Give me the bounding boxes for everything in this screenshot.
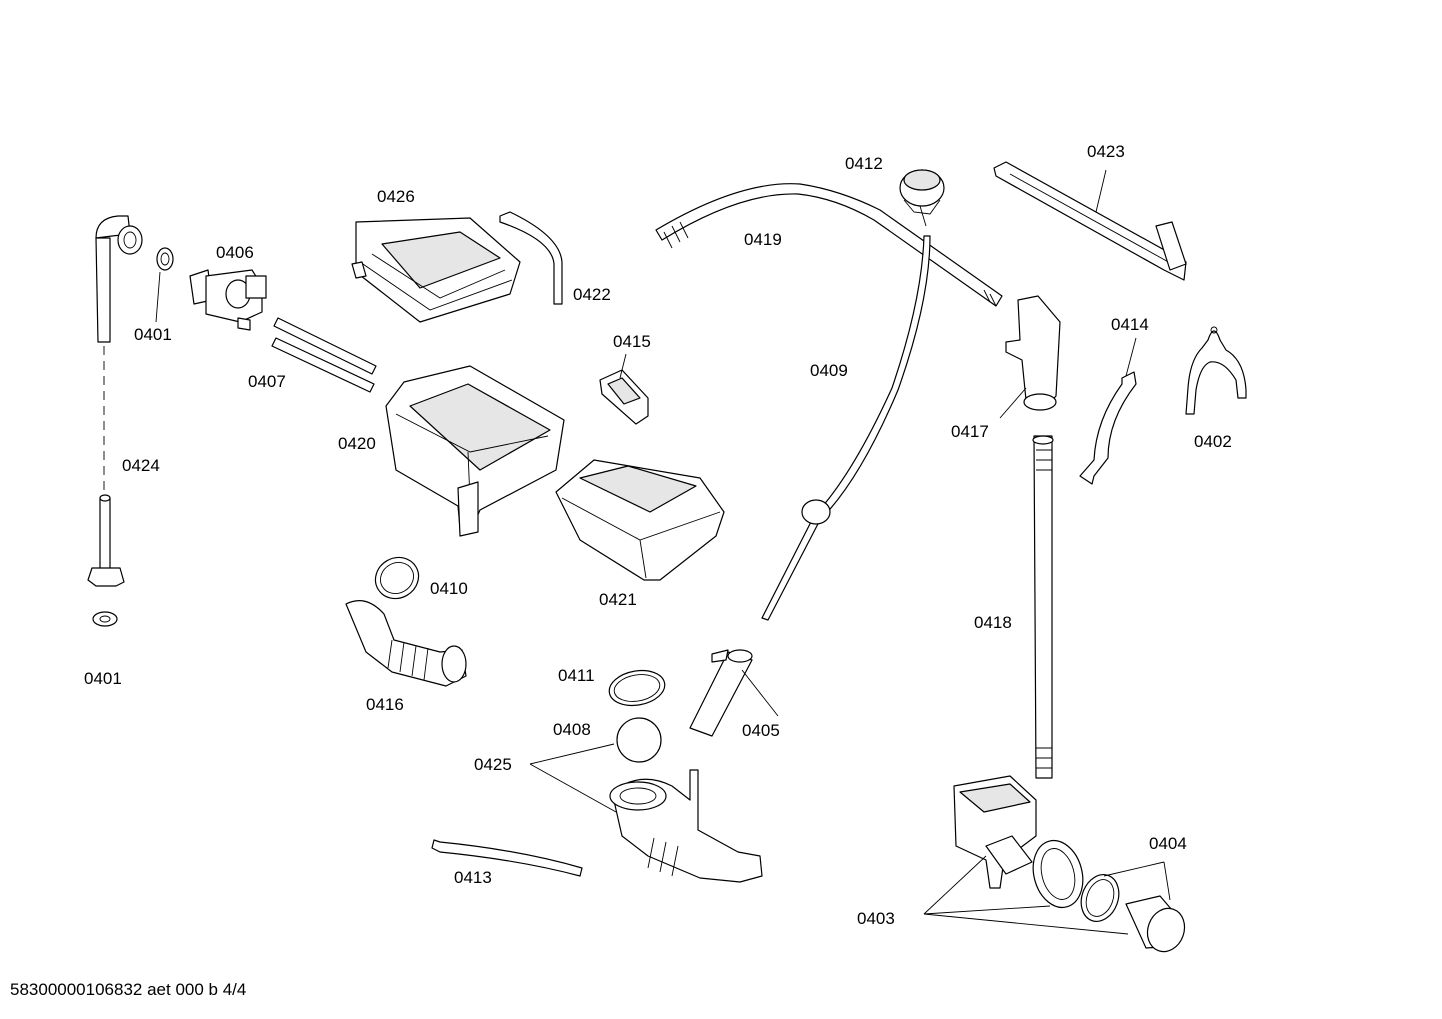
part-0419-tube[interactable] [655, 183, 1003, 307]
part-0414-rod[interactable] [1079, 337, 1137, 485]
label-0421: 0421 [599, 590, 637, 609]
label-0408: 0408 [553, 720, 591, 739]
label-0413: 0413 [454, 868, 492, 887]
part-0415-clip[interactable] [599, 353, 649, 425]
part-0405-sensor[interactable] [689, 649, 779, 737]
part-0425-sump-hose[interactable] [529, 743, 763, 883]
part-0417-connector[interactable] [999, 295, 1061, 419]
part-0412-pressure-switch[interactable] [899, 169, 945, 227]
label-0407: 0407 [248, 372, 286, 391]
part-0420-dispenser-housing[interactable] [385, 365, 565, 537]
label-0419: 0419 [744, 230, 782, 249]
part-0410-seal-ring[interactable] [368, 550, 426, 607]
part-0401-washer-top[interactable] [155, 247, 174, 323]
part-0421-detergent-drawer[interactable] [555, 459, 725, 581]
part-0408-ball[interactable] [616, 717, 662, 763]
label-0401: 0401 [134, 325, 172, 344]
label-0416: 0416 [366, 695, 404, 714]
label-0418: 0418 [974, 613, 1012, 632]
part-0406-inlet-valve[interactable] [189, 269, 267, 331]
label-0412: 0412 [845, 154, 883, 173]
label-0402: 0402 [1194, 432, 1232, 451]
part-0422-hose[interactable] [499, 211, 563, 305]
part-0407-tubes[interactable] [271, 317, 377, 393]
label-0426: 0426 [377, 187, 415, 206]
part-0401-washer-bottom[interactable] [92, 611, 118, 627]
label-0411: 0411 [558, 666, 595, 685]
label-0414: 0414 [1111, 315, 1149, 334]
document-footer-code: 58300000106832 aet 000 b 4/4 [10, 980, 247, 999]
label-0425: 0425 [474, 755, 512, 774]
part-0404-filter[interactable] [1075, 861, 1191, 957]
part-0424-inlet-hose[interactable] [87, 215, 143, 587]
label-0420: 0420 [338, 434, 376, 453]
label-0403: 0403 [857, 909, 895, 928]
label-0409: 0409 [810, 361, 848, 380]
part-0403-drain-pump[interactable] [923, 775, 1129, 935]
label-0401: 0401 [84, 669, 122, 688]
label-0404: 0404 [1149, 834, 1187, 853]
part-0411-gasket[interactable] [606, 666, 667, 709]
label-0415: 0415 [613, 332, 651, 351]
part-0426-dispenser-top[interactable] [351, 217, 521, 323]
label-0423: 0423 [1087, 142, 1125, 161]
part-0402-fork-bracket[interactable] [1185, 326, 1247, 415]
label-0417: 0417 [951, 422, 989, 441]
part-0409-pressure-hose[interactable] [761, 235, 931, 621]
label-0410: 0410 [430, 579, 468, 598]
label-0405: 0405 [742, 721, 780, 740]
label-0424: 0424 [122, 456, 160, 475]
part-0423-rail[interactable] [993, 161, 1187, 281]
part-0418-long-hose[interactable] [1032, 435, 1054, 779]
label-0422: 0422 [573, 285, 611, 304]
part-0416-bellows-hose[interactable] [345, 600, 467, 687]
part-0413-small-hose[interactable] [431, 839, 583, 877]
label-0406: 0406 [216, 243, 254, 262]
